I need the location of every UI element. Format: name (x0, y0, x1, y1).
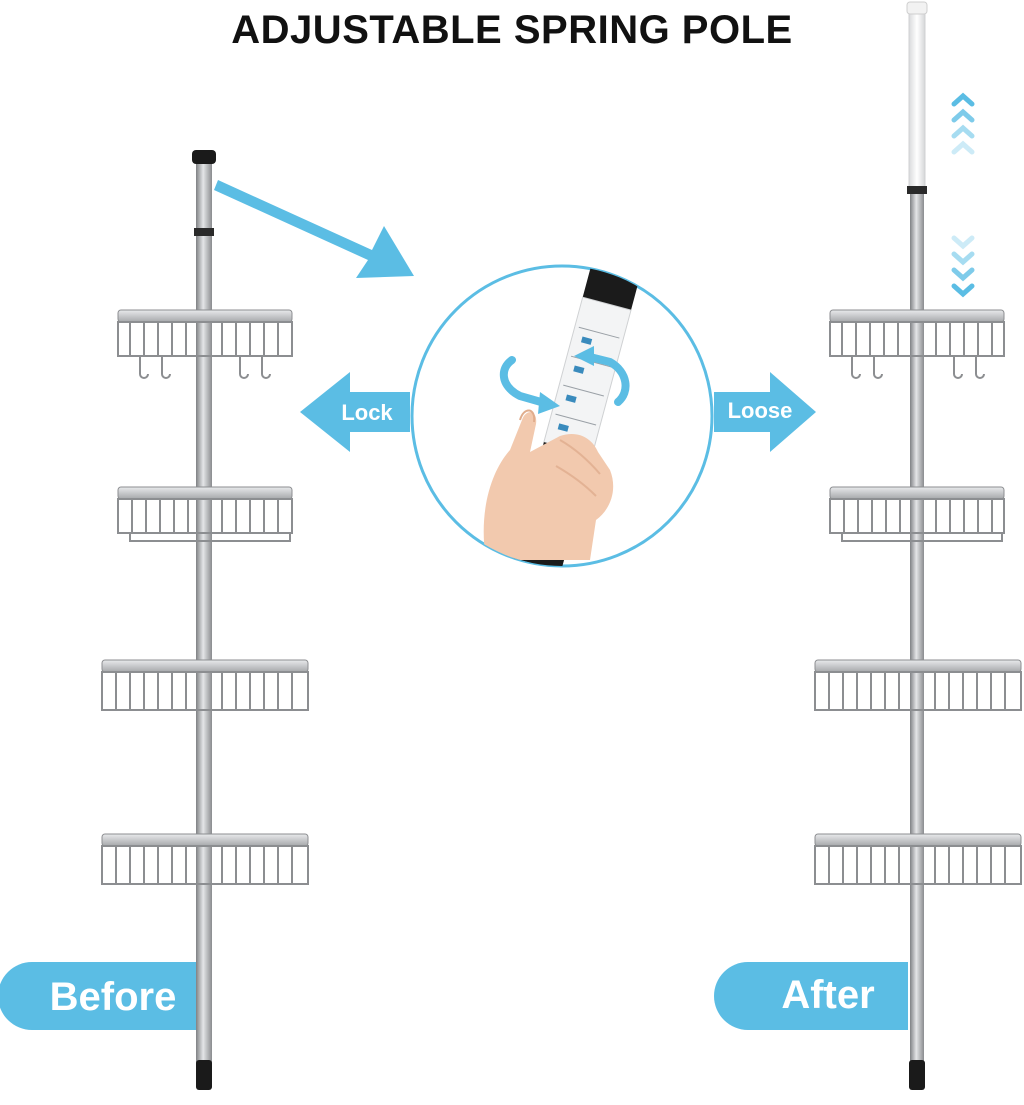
before-label: Before (50, 975, 177, 1019)
basket-after-1 (829, 309, 1005, 379)
before-badge (0, 962, 196, 1030)
basket-before-2 (117, 486, 293, 542)
hand-illustration (483, 409, 614, 560)
spring-extension (908, 3, 926, 189)
basket-after-3 (814, 659, 1022, 711)
basket-before-3 (101, 659, 309, 711)
pole-after (906, 1, 928, 1090)
arrow-right-icon (214, 180, 414, 278)
arrow-left-icon (300, 372, 410, 452)
loose-label: Loose (728, 398, 793, 423)
pole-before (192, 150, 216, 1090)
rotate-icon (499, 346, 630, 414)
pole-foot (196, 1060, 212, 1090)
basket-after-2 (829, 486, 1005, 542)
basket-before-4 (101, 833, 309, 885)
after-label: After (781, 973, 874, 1017)
chevron-up-icon (951, 92, 975, 155)
arrow-right-icon (714, 372, 816, 452)
chevron-down-icon (951, 235, 975, 298)
after-badge (714, 962, 908, 1030)
page-title: ADJUSTABLE SPRING POLE (231, 8, 793, 52)
basket-after-4 (814, 833, 1022, 885)
pole-foot (909, 1060, 925, 1090)
pole-top-cap (192, 150, 216, 164)
lock-label: Lock (341, 400, 393, 425)
detail-zoom-circle (410, 264, 714, 568)
basket-before-1 (117, 309, 293, 379)
